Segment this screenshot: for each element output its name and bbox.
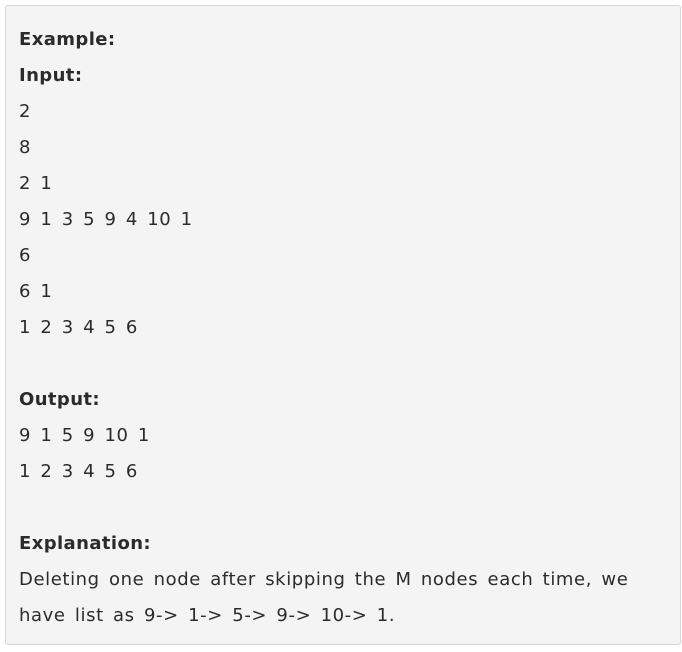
spacer: [19, 490, 680, 526]
input-line: 2: [19, 101, 32, 122]
input-line: 6 1: [19, 281, 53, 302]
explanation-line: Deleting one node after skipping the M n…: [19, 569, 629, 590]
input-line: 6: [19, 245, 32, 266]
input-heading: Input:: [19, 65, 83, 86]
example-heading: Example:: [19, 29, 116, 50]
example-box: Example: Input: 2 8 2 1 9 1 3 5 9 4 10 1…: [5, 5, 681, 645]
input-line: 9 1 3 5 9 4 10 1: [19, 209, 193, 230]
explanation-heading: Explanation:: [19, 533, 152, 554]
input-line: 8: [19, 137, 32, 158]
output-heading: Output:: [19, 389, 101, 410]
output-line: 9 1 5 9 10 1: [19, 425, 150, 446]
input-line: 2 1: [19, 173, 53, 194]
input-line: 1 2 3 4 5 6: [19, 317, 138, 338]
spacer: [19, 346, 680, 382]
output-line: 1 2 3 4 5 6: [19, 461, 138, 482]
explanation-line: have list as 9-> 1-> 5-> 9-> 10-> 1.: [19, 605, 396, 626]
